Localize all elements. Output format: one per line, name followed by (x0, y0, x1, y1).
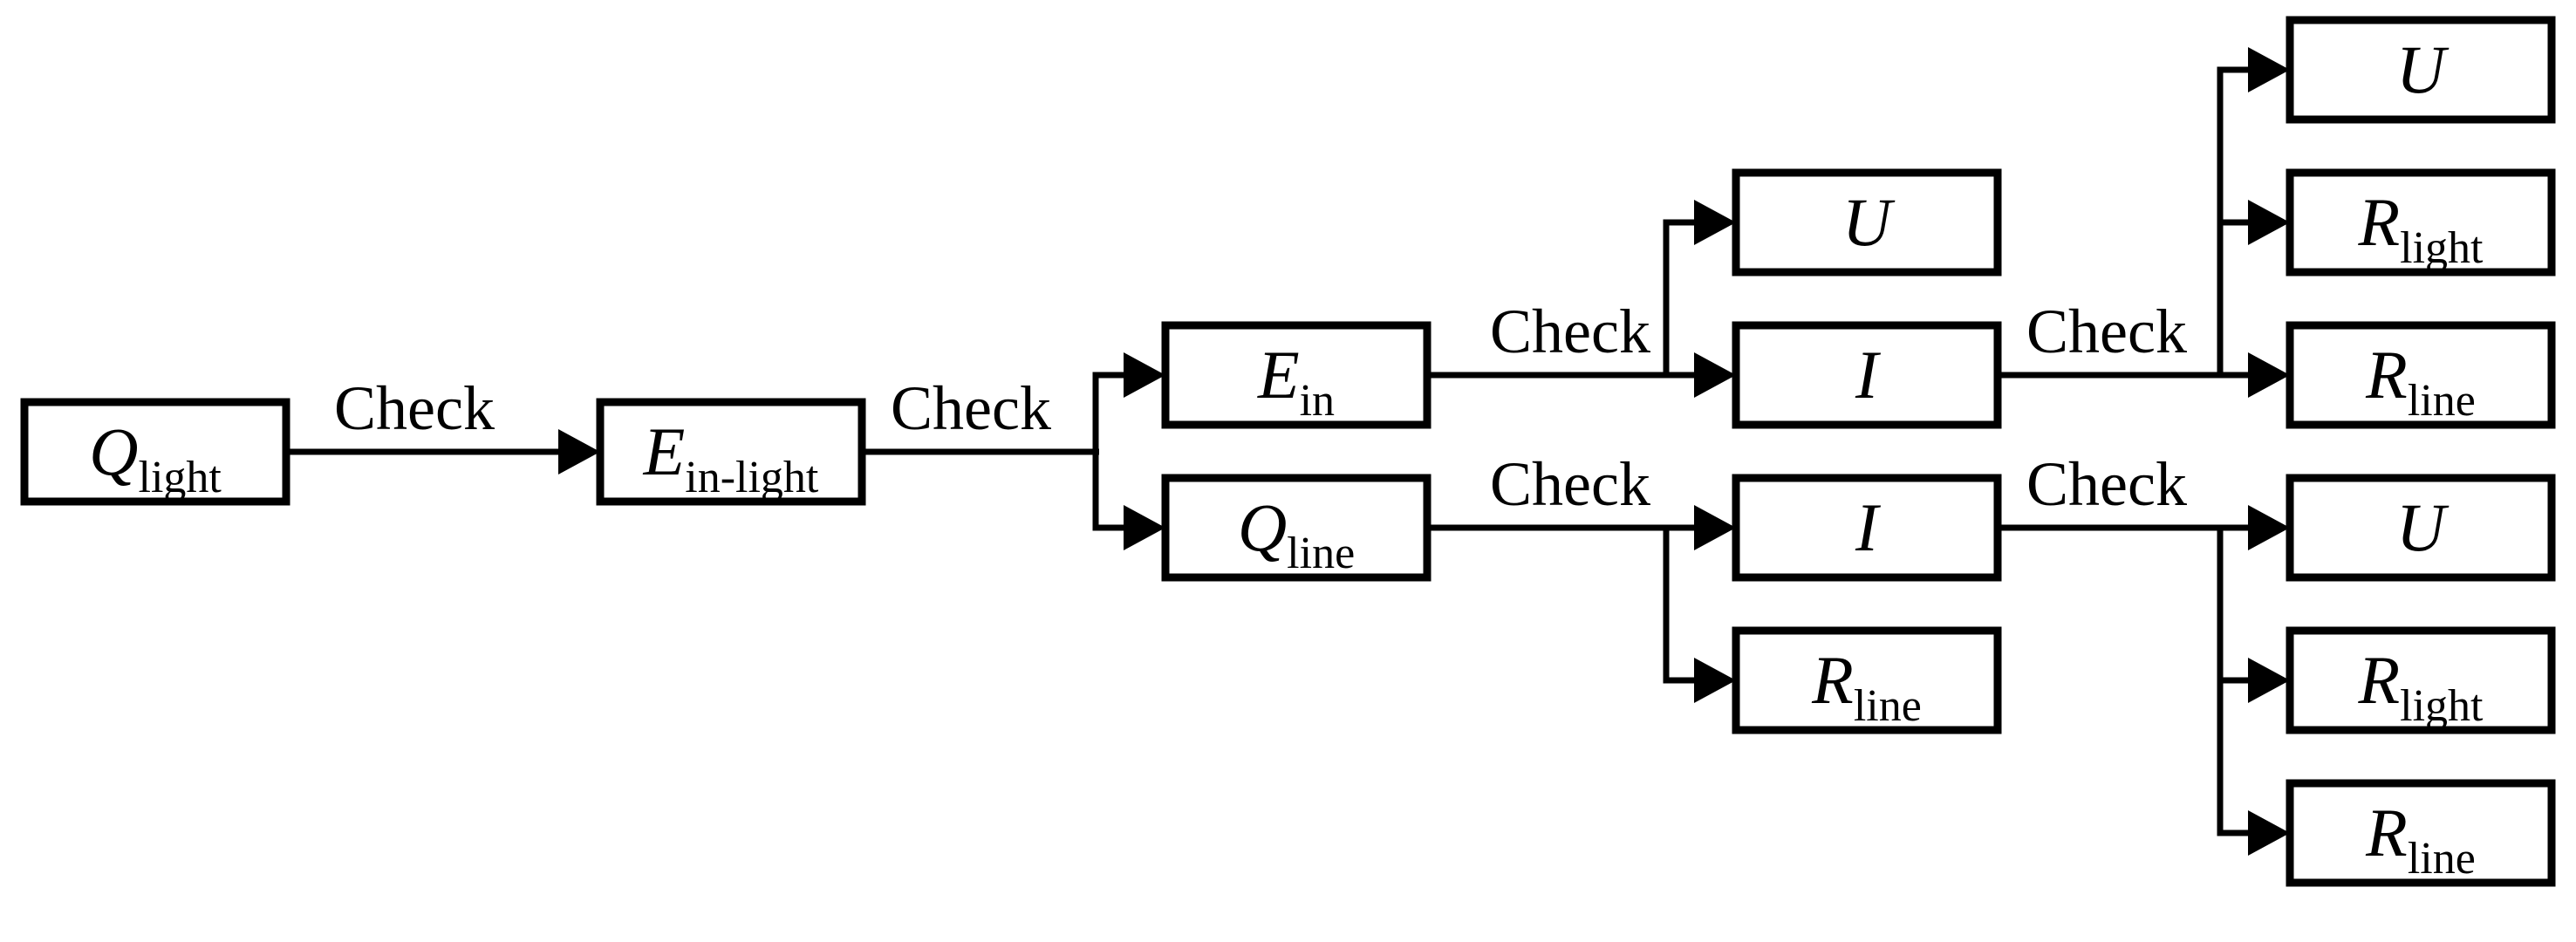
edge-line (1427, 219, 1698, 379)
arrowhead-icon (1694, 505, 1736, 550)
node-label: Rlight (2358, 642, 2484, 731)
edge-line (862, 372, 1127, 531)
edge-e-in-branch: Check (1427, 200, 1736, 398)
edge-line (1427, 524, 1698, 684)
node-label: U (2396, 489, 2450, 565)
edge-label-check: Check (2026, 297, 2187, 366)
node-box (1732, 321, 2002, 429)
node-u-right-bottom: U (2286, 474, 2556, 582)
arrowhead-icon (1694, 658, 1736, 703)
node-box (2286, 168, 2556, 276)
node-box (20, 398, 290, 506)
node-box (1161, 321, 1431, 429)
node-q-light: Qlight (20, 398, 290, 506)
arrowhead-icon (2248, 47, 2290, 92)
edge-i-bottom-branch: Check (1998, 449, 2290, 856)
arrowhead-icon (2248, 352, 2290, 398)
node-r-light-right-top: Rlight (2286, 168, 2556, 276)
node-label: U (1842, 184, 1896, 260)
node-q-line: Qline (1161, 474, 1431, 582)
arrowhead-icon (1124, 505, 1165, 550)
arrowhead-icon (1124, 352, 1165, 398)
node-r-light-right-bottom: Rlight (2286, 626, 2556, 734)
edge-line (1998, 66, 2251, 379)
arrowhead-icon (2248, 505, 2290, 550)
edge-label-check: Check (891, 373, 1051, 443)
node-label: Rlight (2358, 184, 2484, 273)
edge-label-check: Check (2026, 449, 2187, 519)
arrowhead-icon (1694, 200, 1736, 245)
node-r-line-right-bottom: Rline (2286, 779, 2556, 887)
node-u-right-top: U (2286, 16, 2556, 124)
edge-label-check: Check (1490, 449, 1650, 519)
node-box (2286, 474, 2556, 582)
node-box (1161, 474, 1431, 582)
node-u-mid: U (1732, 168, 2002, 276)
edge-i-top-branch: Check (1998, 47, 2290, 398)
node-r-line-right-top: Rline (2286, 321, 2556, 429)
arrowhead-icon (2248, 658, 2290, 703)
arrowhead-icon (558, 429, 600, 474)
arrowhead-icon (2248, 810, 2290, 856)
node-box (596, 398, 866, 506)
node-label: Rline (1811, 642, 1922, 731)
node-e-in-light: Ein-light (596, 398, 866, 506)
edge-q-light-to-e-in-light: Check (286, 373, 600, 474)
node-label: Qlight (89, 413, 222, 502)
node-box (1732, 474, 2002, 582)
edge-label-check: Check (334, 373, 495, 443)
node-label: Qline (1238, 489, 1355, 578)
node-box (1732, 626, 2002, 734)
node-label: I (1855, 489, 1882, 565)
arrowhead-icon (2248, 200, 2290, 245)
edge-q-line-branch: Check (1427, 449, 1736, 703)
node-box (2286, 321, 2556, 429)
node-i-bottom: I (1732, 474, 2002, 582)
node-i-top: I (1732, 321, 2002, 429)
node-box (2286, 626, 2556, 734)
node-label: U (2396, 31, 2450, 107)
edge-label-check: Check (1490, 297, 1650, 366)
node-box (1732, 168, 2002, 276)
node-box (2286, 779, 2556, 887)
edge-e-in-light-branch: Check (862, 352, 1165, 550)
node-label: Rline (2365, 795, 2476, 884)
node-box (2286, 16, 2556, 124)
node-e-in: Ein (1161, 321, 1431, 429)
node-label: Ein-light (643, 413, 819, 502)
edge-line (1998, 524, 2251, 836)
node-r-line-mid: Rline (1732, 626, 2002, 734)
node-label: Rline (2365, 337, 2476, 426)
node-label: Ein (1257, 337, 1335, 426)
node-label: I (1855, 337, 1882, 413)
arrowhead-icon (1694, 352, 1736, 398)
